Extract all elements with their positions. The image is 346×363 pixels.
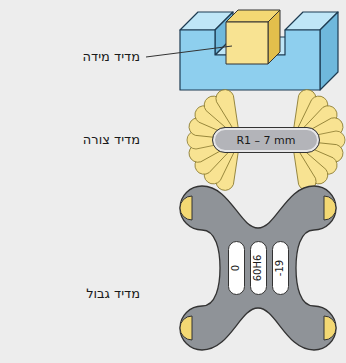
radius-gauge-leaves: [187, 87, 346, 193]
leader-line: [146, 46, 232, 57]
size-marking: 60H6: [250, 241, 267, 295]
node-text: 0: [231, 265, 241, 271]
radius-gauge-plate: R1 – 7 mm: [212, 127, 320, 153]
gauge-jaws: [180, 196, 336, 340]
gauge-block: [226, 10, 280, 64]
node-text: -19: [275, 260, 285, 276]
gauge-name: מדיד מידה: [83, 49, 140, 65]
limit-gauge-body: [180, 186, 336, 350]
size-marking: -19: [272, 241, 289, 295]
size-marking: 0: [228, 241, 245, 295]
gauge-name: מדיד גבול: [86, 286, 140, 302]
node-text: R1 – 7 mm: [236, 135, 295, 146]
node-text: 60H6: [253, 255, 263, 282]
block-gauge: [180, 12, 338, 90]
gauge-name: מדיד צורה: [83, 132, 140, 148]
